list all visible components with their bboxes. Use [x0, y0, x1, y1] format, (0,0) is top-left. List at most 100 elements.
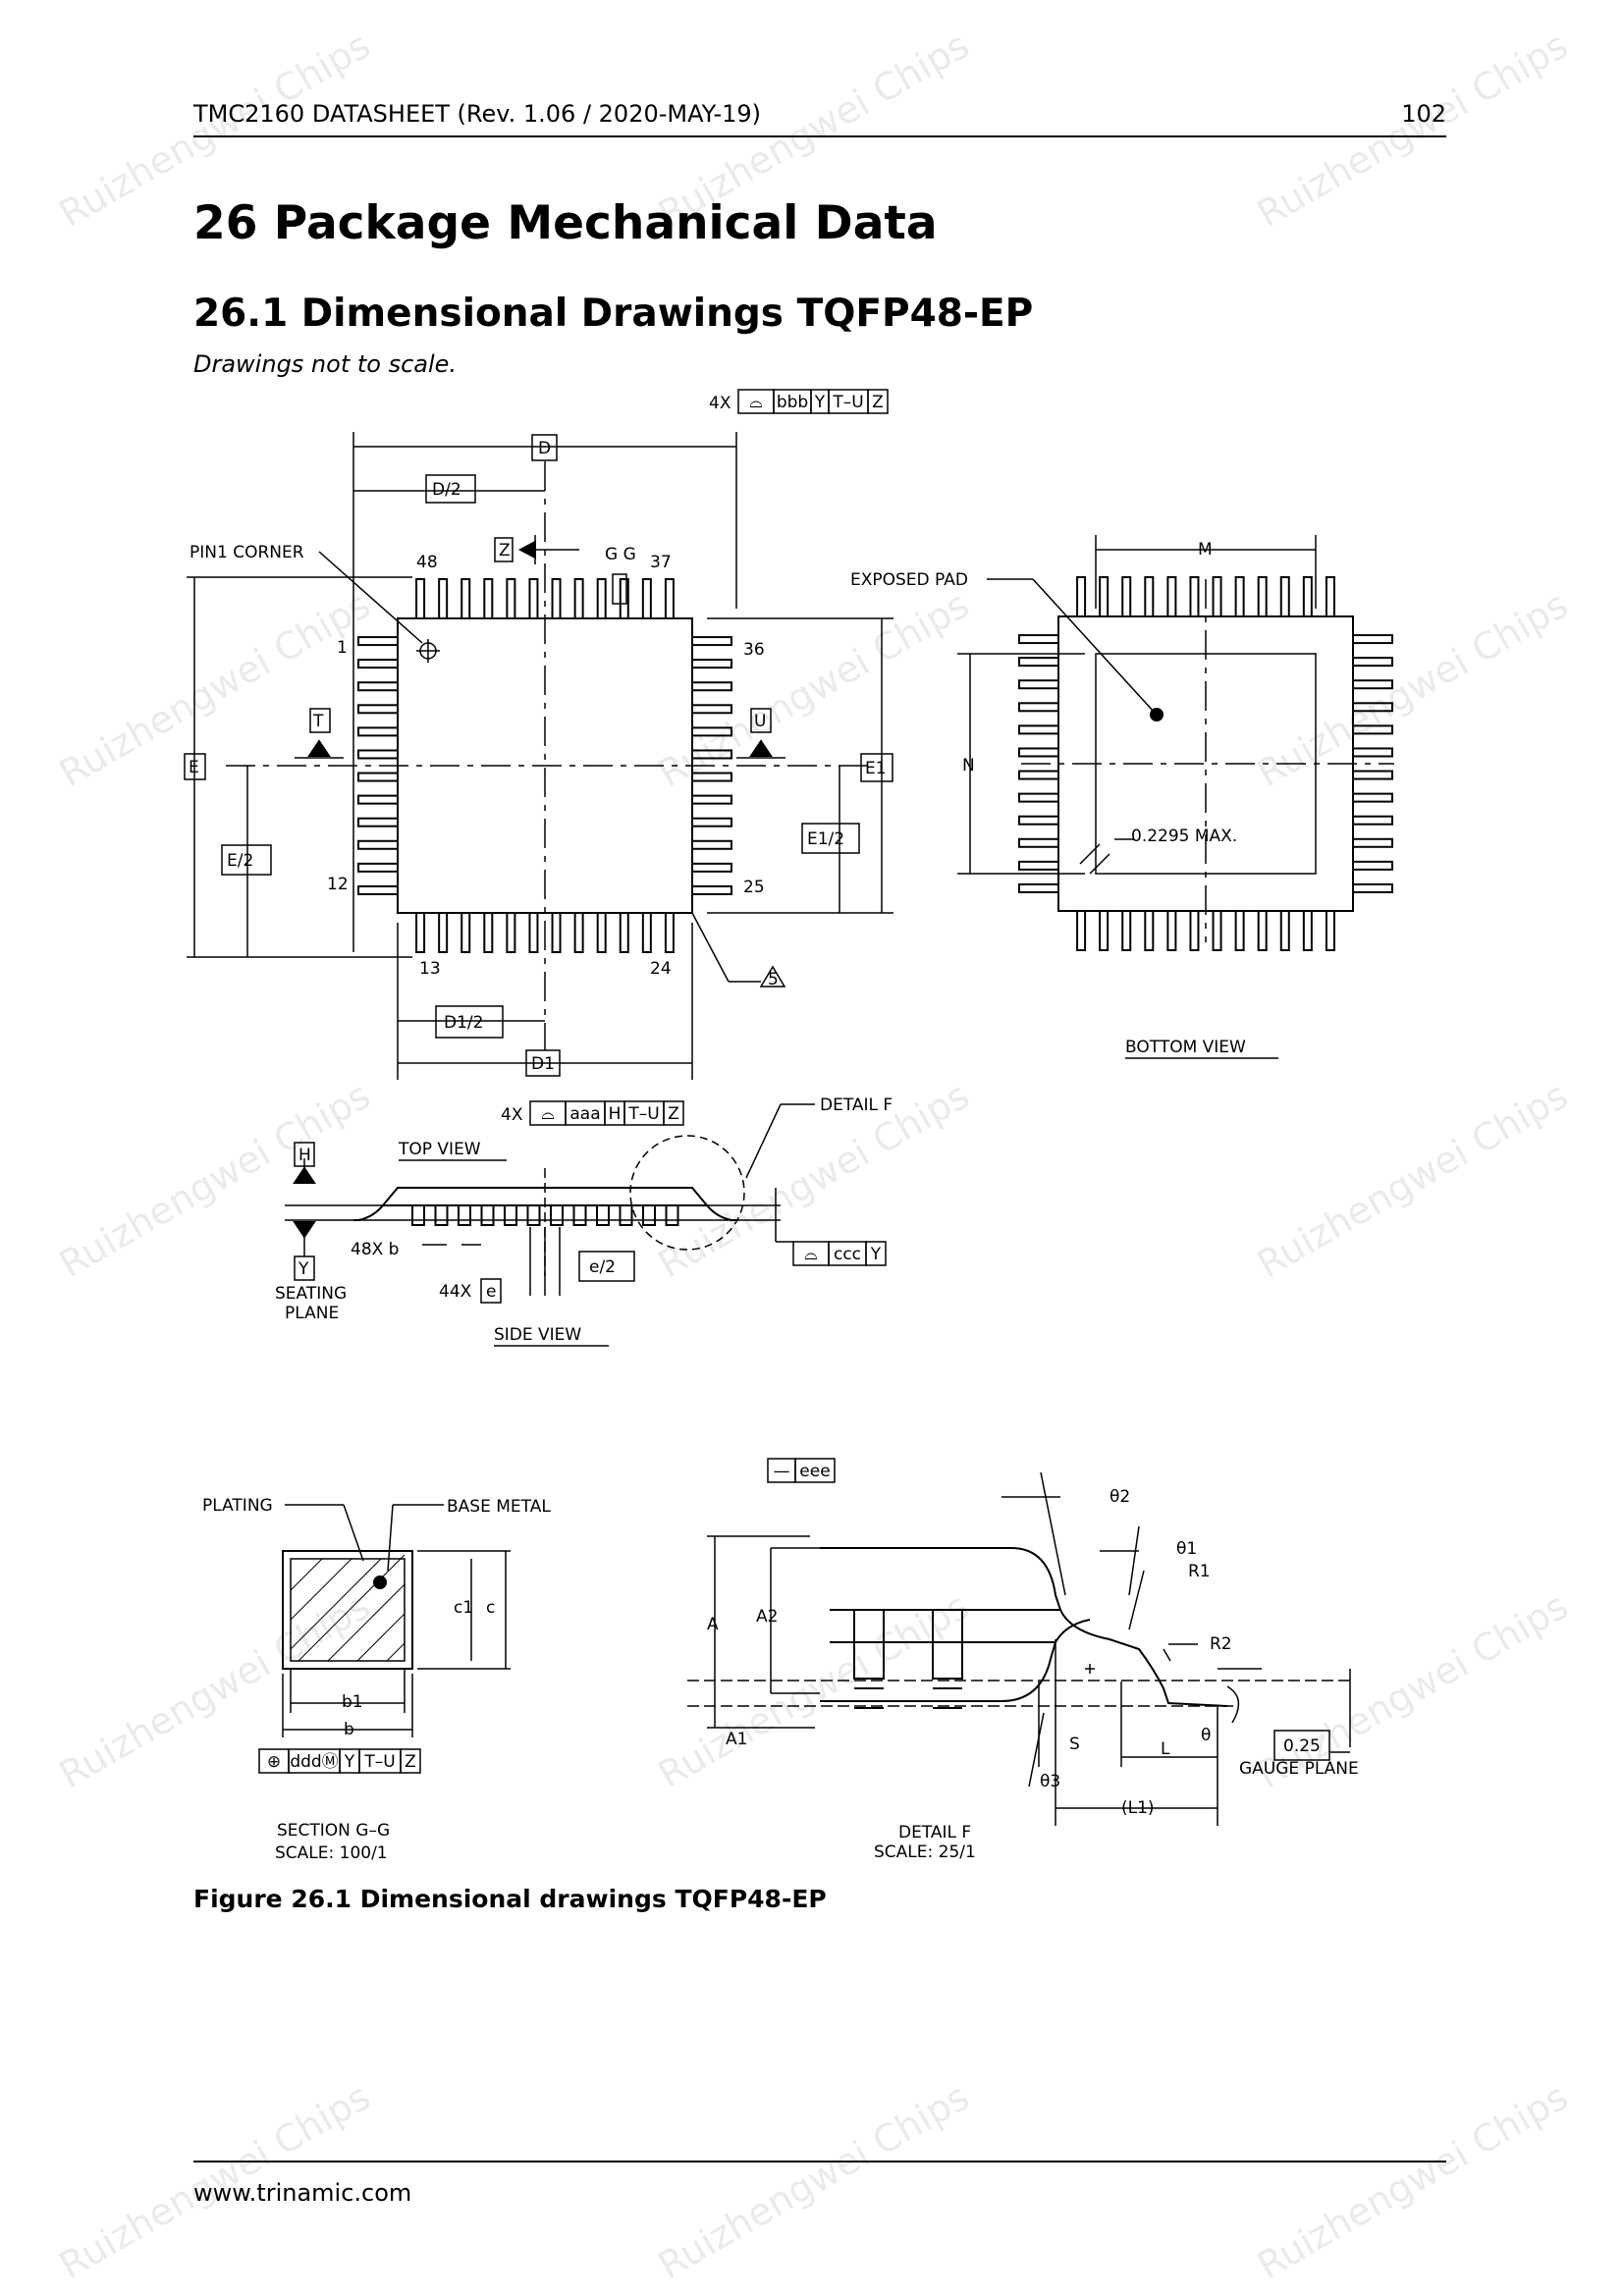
lead — [415, 912, 426, 953]
lead — [357, 726, 399, 737]
lead — [1352, 770, 1393, 780]
lead — [691, 839, 732, 850]
section-gg-scale: SCALE: 100/1 — [275, 1843, 388, 1863]
watermark: Ruizhengwei Chips — [650, 2074, 977, 2288]
frame-cell-text: Y — [870, 1245, 882, 1264]
side-view — [285, 1103, 815, 1296]
gauge-value: 0.25 — [1283, 1736, 1321, 1756]
lead — [1352, 837, 1393, 848]
lead — [438, 578, 449, 619]
lead — [1352, 815, 1393, 826]
lead — [357, 636, 399, 647]
detail-f — [687, 1471, 1355, 1826]
frame-cell-text: T–U — [627, 1104, 659, 1124]
footer-url: www.trinamic.com — [193, 2179, 412, 2207]
lead — [438, 912, 449, 953]
lead — [1352, 679, 1393, 690]
lead — [415, 578, 426, 619]
lead — [504, 1204, 517, 1226]
frame-cell-text: ⊕ — [267, 1752, 281, 1772]
lead — [357, 749, 399, 760]
lead — [642, 1204, 656, 1226]
footer-divider — [193, 2161, 1446, 2163]
frame-cell-text: T–U — [363, 1752, 395, 1772]
lead — [619, 1204, 633, 1226]
pin-number: 36 — [743, 640, 765, 660]
lead — [1325, 910, 1335, 951]
lead — [596, 912, 607, 953]
lead — [691, 636, 732, 647]
lead — [1018, 770, 1059, 780]
lead — [357, 884, 399, 895]
lead — [357, 772, 399, 782]
pin-number: 25 — [743, 878, 765, 897]
detail-f-label: DETAIL F — [898, 1823, 971, 1842]
frame-cell-text: Y — [344, 1752, 355, 1772]
lead — [1257, 910, 1268, 951]
frame-cell — [867, 389, 889, 414]
lead — [357, 659, 399, 669]
dim-48b: 48X b — [351, 1240, 399, 1259]
dim-R1: R1 — [1188, 1562, 1211, 1581]
lead — [665, 1204, 679, 1226]
lead — [691, 704, 732, 715]
dim-D1-half: D1/2 — [444, 1013, 483, 1033]
frame-cell-text: — — [774, 1462, 790, 1481]
dim-M: M — [1198, 540, 1213, 560]
lead — [460, 578, 471, 619]
lead — [1018, 702, 1059, 713]
dim-E1: E1 — [865, 759, 887, 778]
lead — [1257, 576, 1268, 617]
plating-label: PLATING — [202, 1496, 273, 1516]
lead — [357, 839, 399, 850]
lead — [483, 912, 494, 953]
dim-b: b — [344, 1720, 354, 1739]
dim-T: T — [312, 712, 324, 731]
dim-N: N — [962, 756, 975, 775]
lead — [1144, 910, 1155, 951]
lead — [664, 912, 675, 953]
frame-cell-text: ccc — [834, 1245, 861, 1264]
dim-GG: G G — [605, 545, 636, 564]
dim-theta3: θ3 — [1040, 1772, 1060, 1791]
lead — [411, 1204, 425, 1226]
lead — [573, 912, 584, 953]
dim-e: e — [486, 1282, 496, 1302]
lead — [1352, 634, 1393, 645]
figure-caption: Figure 26.1 Dimensional drawings TQFP48-… — [193, 1885, 827, 1913]
pin-number: 24 — [650, 959, 672, 979]
lead — [1018, 679, 1059, 690]
dim-E: E — [189, 758, 199, 777]
lead — [1076, 576, 1087, 617]
lead — [1302, 576, 1313, 617]
lead — [1234, 910, 1245, 951]
lead — [1166, 576, 1177, 617]
lead — [706, 1204, 738, 1221]
dim-L1: (L1) — [1121, 1798, 1155, 1818]
lead — [691, 817, 732, 828]
lead — [357, 704, 399, 715]
lead — [1352, 724, 1393, 735]
section-gg — [282, 1504, 511, 1737]
lead — [1352, 702, 1393, 713]
top-view-label: TOP VIEW — [398, 1140, 481, 1159]
lead — [691, 749, 732, 760]
frame-cell-text: T–U — [832, 393, 863, 412]
dim-L: L — [1161, 1739, 1170, 1759]
lead — [1352, 747, 1393, 758]
lead — [1144, 576, 1155, 617]
frame-cell-text: Z — [668, 1104, 679, 1124]
frame-cell-text: ⌓ — [804, 1245, 817, 1264]
lead — [480, 1204, 495, 1226]
lead — [551, 578, 562, 619]
lead — [550, 1204, 564, 1226]
watermark: Ruizhengwei Chips — [1249, 2074, 1576, 2288]
frame-cell-text: bbb — [777, 393, 808, 412]
lead — [460, 912, 471, 953]
detail-f-callout: DETAIL F — [820, 1095, 893, 1115]
lead — [1234, 576, 1245, 617]
lead — [664, 578, 675, 619]
dim-Z: Z — [499, 541, 511, 561]
lead — [1018, 860, 1059, 871]
